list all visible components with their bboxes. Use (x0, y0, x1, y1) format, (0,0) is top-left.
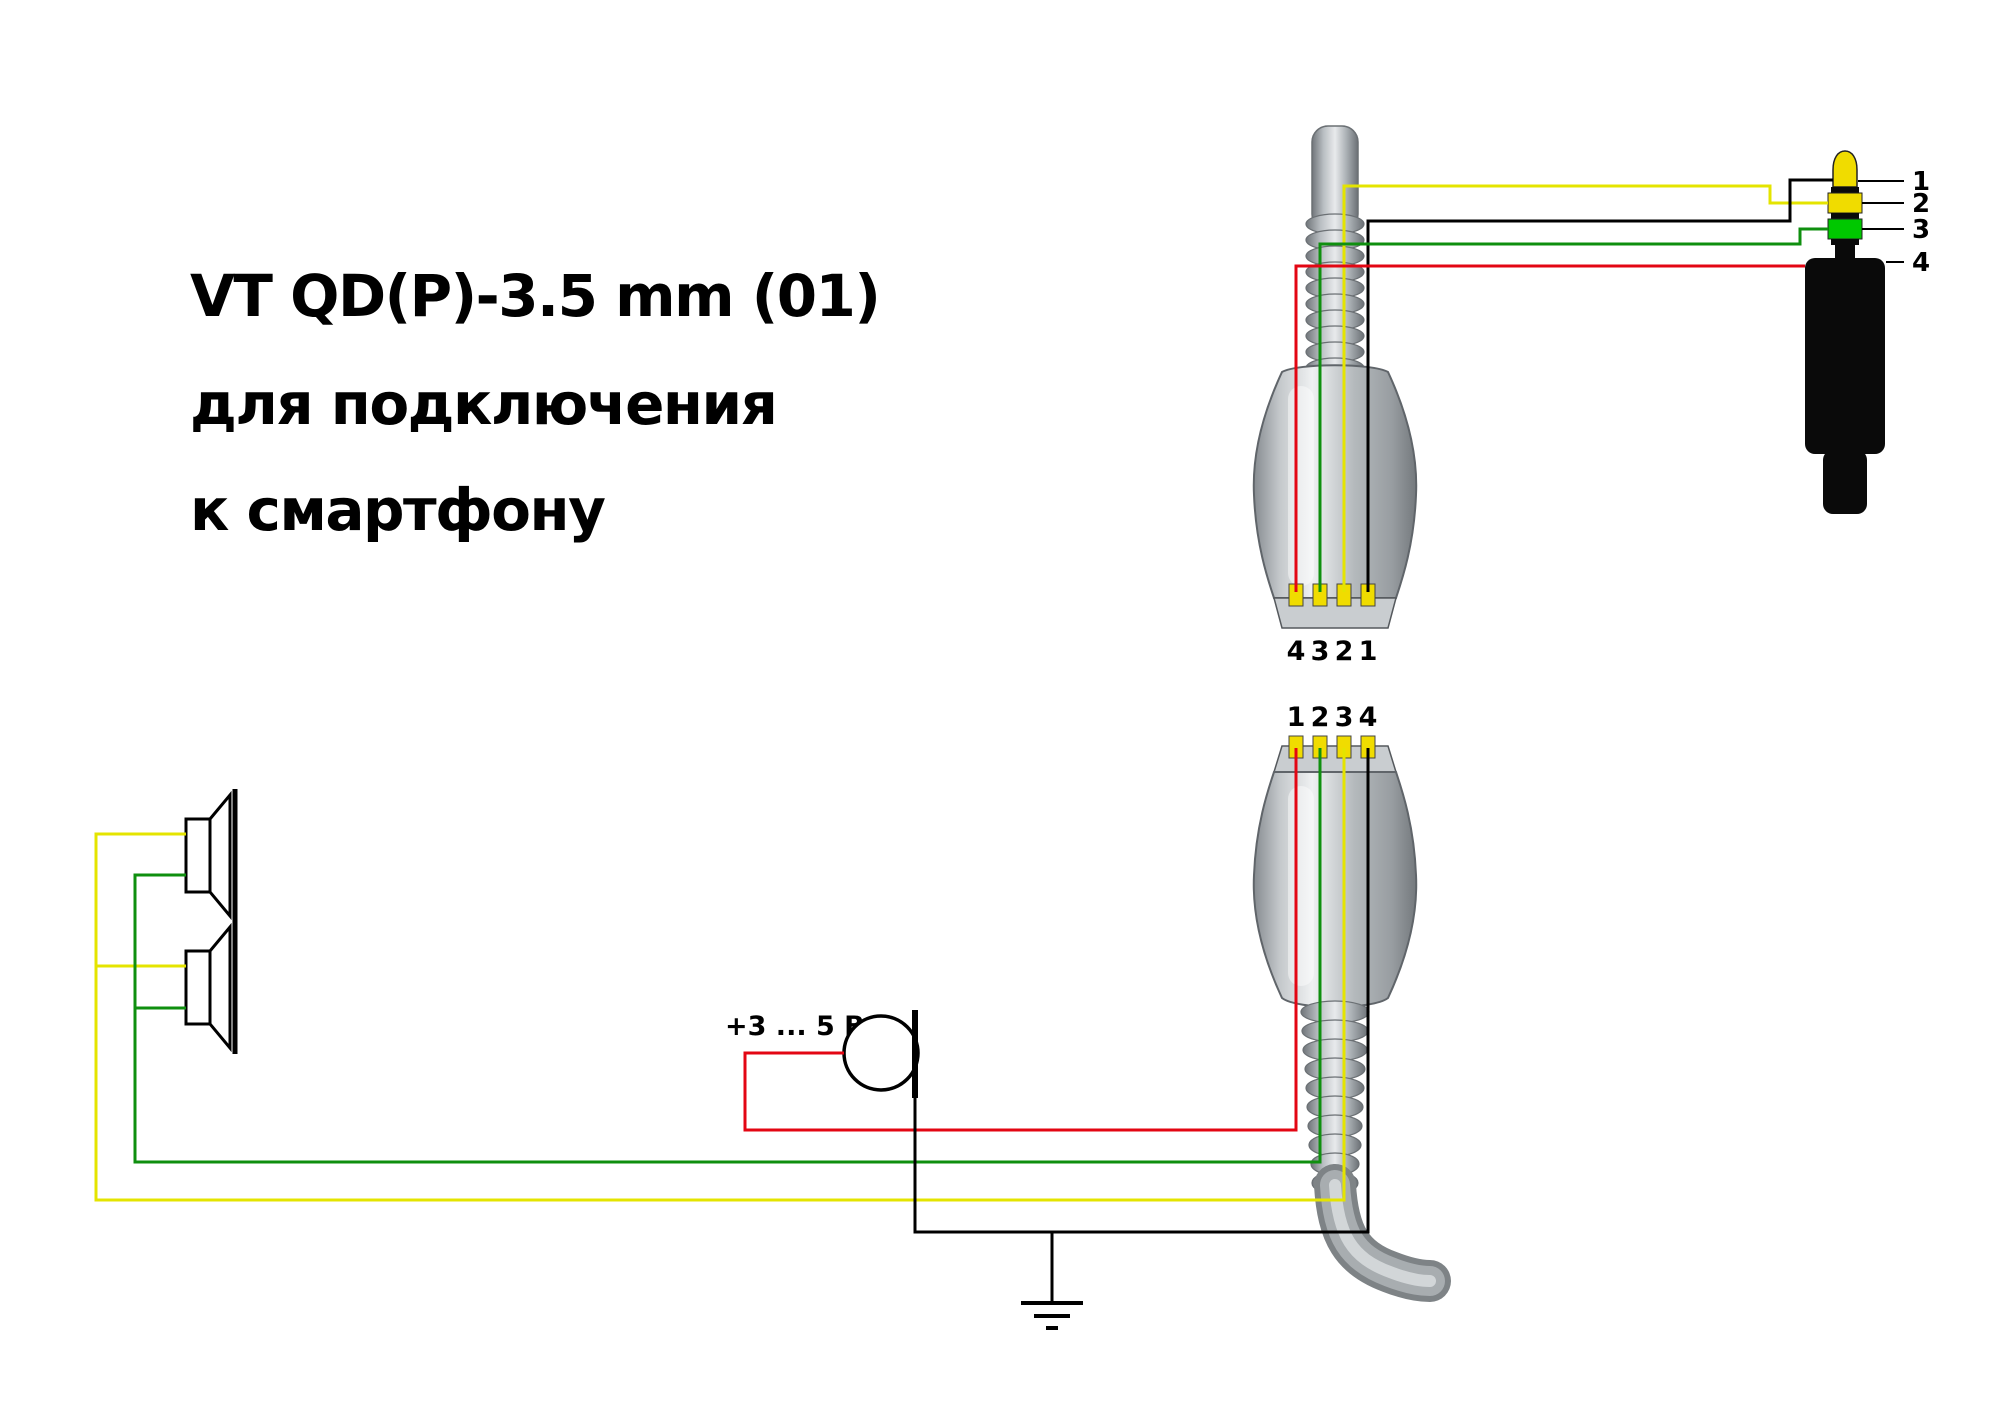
wire-green-upper (1318, 227, 1828, 592)
upper-qd-connector: 4 3 2 1 (1252, 125, 1418, 667)
jack-pin-labels: 1 2 3 4 (1912, 167, 1930, 278)
upper-pin-label-4: 4 (1287, 636, 1306, 667)
speaker-2 (184, 921, 238, 1054)
upper-pin-label-2: 2 (1335, 636, 1354, 667)
microphone: +3 ... 5 В (725, 1010, 920, 1098)
jack-separator-band (1831, 213, 1859, 219)
upper-qd-body (1252, 364, 1418, 599)
jack-pin-label-2: 2 (1912, 189, 1930, 219)
lower-qd-pin-labels: 1 2 3 4 (1287, 702, 1378, 733)
jack-molded-body (1805, 258, 1885, 454)
lower-qd-connector: 1 2 3 4 (1252, 702, 1451, 1302)
lower-qd-body (1252, 771, 1418, 1008)
title-block: VT QD(P)-3.5 mm (01) для подключения к с… (190, 262, 881, 544)
lower-pin-label-3: 3 (1335, 702, 1354, 733)
wire-black-upper (1366, 178, 1833, 592)
lower-qd-body-highlight (1288, 786, 1314, 986)
speakers (184, 789, 238, 1054)
jack-pin-label-3: 3 (1912, 215, 1930, 245)
jack-strain-tube (1823, 450, 1867, 514)
wire-red-upper (1294, 264, 1805, 592)
wire-black-lower (913, 748, 1370, 1234)
upper-qd-contacts (1288, 583, 1376, 607)
speaker-driver (184, 949, 212, 1026)
jack-pin-label-1: 1 (1912, 167, 1930, 197)
ground-symbol (1021, 1301, 1083, 1330)
jack-tip (1832, 150, 1858, 188)
mic-voltage-label: +3 ... 5 В (725, 1011, 865, 1042)
lower-qd-cable (1314, 1164, 1451, 1302)
upper-qd-pin-labels: 4 3 2 1 (1287, 636, 1378, 667)
speaker-driver (184, 817, 212, 894)
mic-capsule (842, 1014, 920, 1092)
wire-yellow-lower (94, 748, 1346, 1202)
wire-green-lower (133, 748, 1322, 1164)
jack-ring2 (1827, 218, 1863, 240)
title-line-1: VT QD(P)-3.5 mm (01) (190, 262, 879, 330)
jack-separator-band (1831, 239, 1859, 245)
lower-pin-label-4: 4 (1359, 702, 1378, 733)
jack-pin-label-4: 4 (1912, 248, 1930, 278)
lower-qd-contacts (1288, 735, 1376, 759)
lower-pin-label-2: 2 (1311, 702, 1330, 733)
upper-qd-strain-relief-ribs (1305, 213, 1365, 379)
jack-leader-lines (1858, 180, 1904, 263)
jack-ring1 (1827, 192, 1863, 214)
upper-qd-body-highlight (1288, 386, 1314, 586)
speaker-1 (184, 789, 238, 922)
trrs-jack: 1 2 3 4 (1805, 150, 1930, 514)
upper-wires (1294, 178, 1833, 592)
jack-separator-band (1831, 187, 1859, 193)
speaker-cone (208, 790, 232, 921)
title-line-2: для подключения (190, 370, 776, 438)
title-line-3: к смартфону (190, 476, 605, 544)
mic-membrane-bar (912, 1010, 918, 1098)
speaker-cone (208, 922, 232, 1053)
upper-pin-label-3: 3 (1311, 636, 1330, 667)
wire-yellow-upper (1342, 184, 1828, 592)
lower-wires (94, 748, 1370, 1330)
jack-neck (1835, 245, 1855, 261)
wire-red-lower (743, 748, 1298, 1132)
upper-pin-label-1: 1 (1359, 636, 1378, 667)
lower-pin-label-1: 1 (1287, 702, 1306, 733)
